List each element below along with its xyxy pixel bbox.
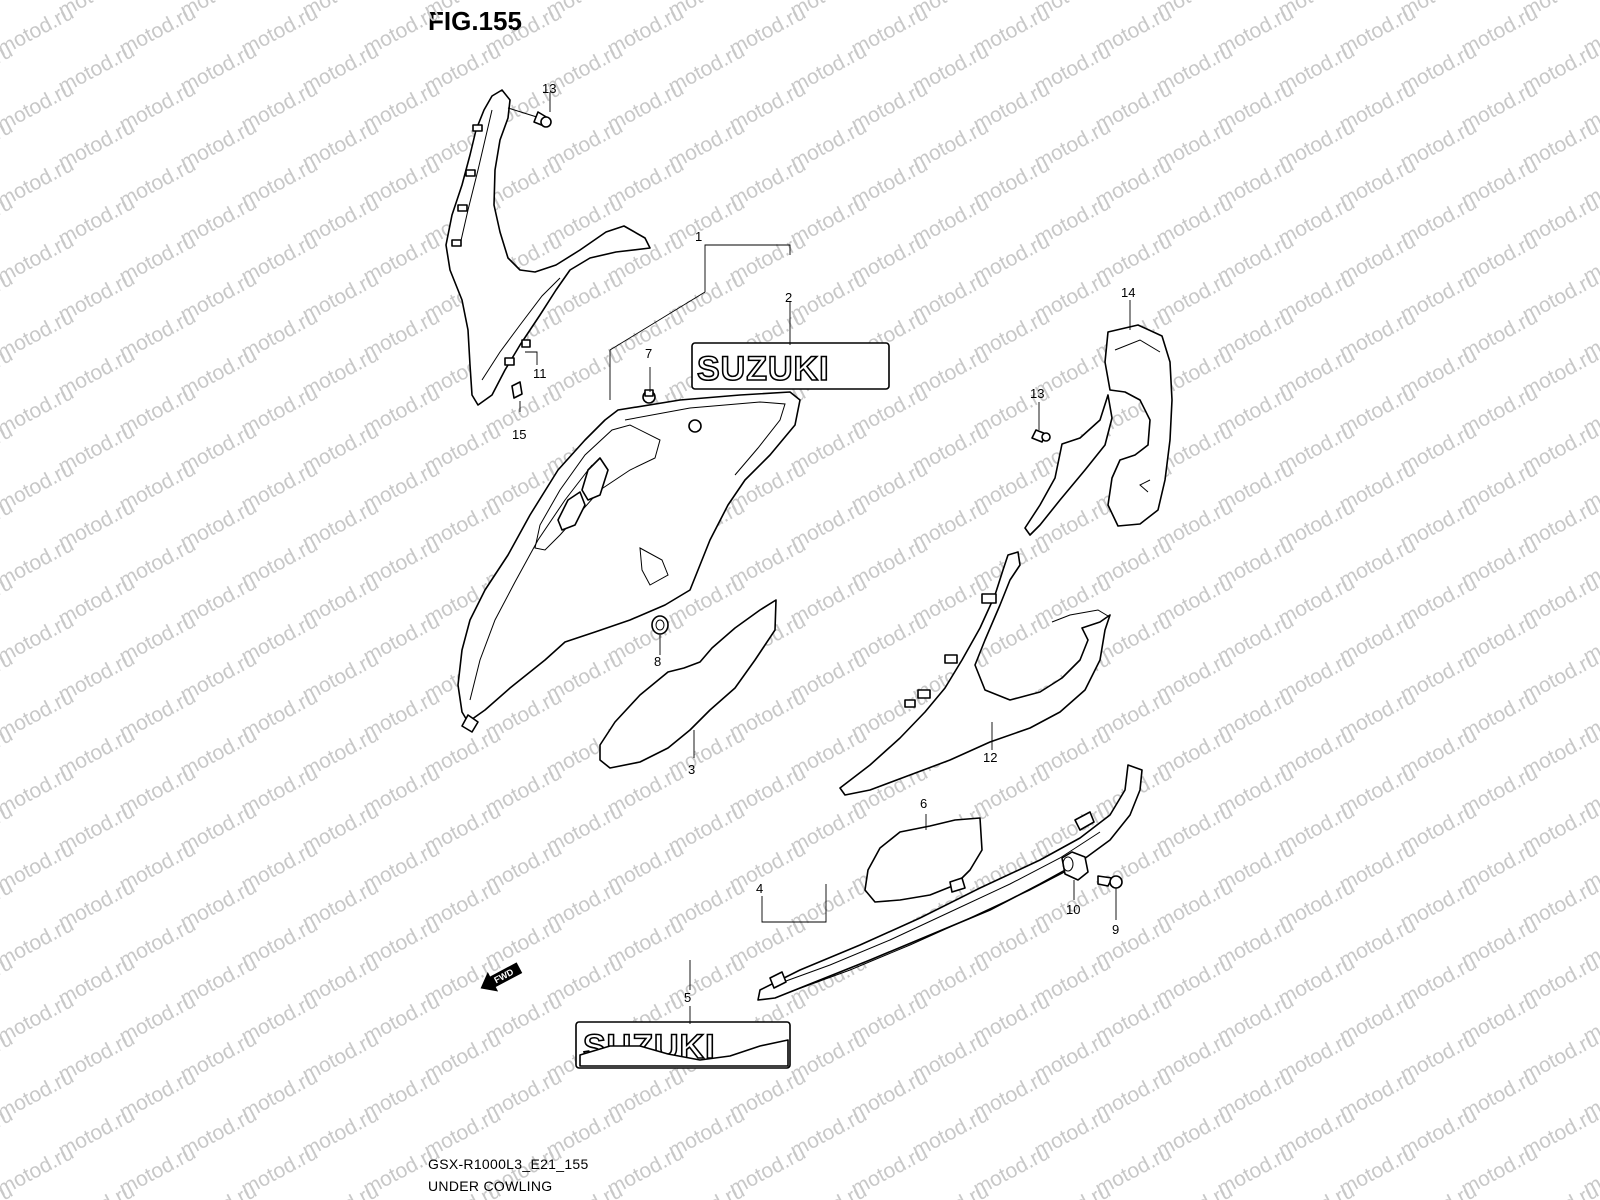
- part-7-bolt: [642, 389, 656, 404]
- watermark-text: motod.ru: [177, 1179, 261, 1200]
- watermark-text: motod.ru: [665, 1179, 749, 1200]
- callout-numbers: 13 1 2 7 11 15 8 3 14 13 12 6 4 5 10 9: [512, 81, 1135, 1005]
- model-code: GSX-R1000L3_E21_155: [428, 1156, 589, 1172]
- callout-4: 4: [756, 881, 763, 896]
- part-4-lower-panel: [757, 764, 1143, 1001]
- watermark-text: motod.ru: [1397, 1179, 1481, 1200]
- part-9-bolt: [1097, 875, 1123, 889]
- callout-3: 3: [688, 762, 695, 777]
- watermark-text: motod.ru: [1153, 1179, 1237, 1200]
- callout-8: 8: [654, 654, 661, 669]
- watermark-text: motod.ru: [787, 1179, 871, 1200]
- part-11-inner-panel: [445, 89, 651, 406]
- part-13-screw-top: [507, 107, 552, 128]
- watermark-text: motod.ru: [299, 1179, 383, 1200]
- callout-5: 5: [684, 990, 691, 1005]
- part-3-pad: [599, 599, 777, 769]
- part-5-suzuki-decal: SUZUKI: [575, 1021, 791, 1069]
- figure-title: FIG.155: [428, 6, 522, 36]
- callout-1: 1: [695, 229, 702, 244]
- watermark-text: motod.ru: [1519, 1179, 1600, 1200]
- leader-lines: [519, 92, 1131, 1024]
- callout-2: 2: [785, 290, 792, 305]
- diagram-caption: UNDER COWLING: [428, 1178, 553, 1194]
- watermark-text: motod.ru: [1031, 1179, 1115, 1200]
- watermark-text: motod.ru: [1275, 1179, 1359, 1200]
- callout-10: 10: [1066, 902, 1080, 917]
- callout-9: 9: [1112, 922, 1119, 937]
- callout-6: 6: [920, 796, 927, 811]
- watermark-text: motod.ru: [543, 1179, 627, 1200]
- callout-7: 7: [645, 346, 652, 361]
- part-8-grommet: [651, 615, 669, 635]
- callout-14: 14: [1121, 285, 1135, 300]
- part-14-side-panel: [1104, 324, 1173, 527]
- callout-11: 11: [533, 366, 547, 381]
- callout-15: 15: [512, 427, 526, 442]
- part-14-bracket: [1024, 394, 1113, 536]
- watermark-text: motod.ru: [55, 1179, 139, 1200]
- callout-12: 12: [983, 750, 997, 765]
- callout-13-right: 13: [1030, 386, 1044, 401]
- part-12-lower-side-cowl: [839, 551, 1111, 796]
- part-13-screw-right: [1031, 429, 1051, 443]
- part-15-clip: [511, 381, 523, 399]
- watermark-text: motod.ru: [909, 1179, 993, 1200]
- decal-2-text: SUZUKI: [697, 350, 830, 388]
- part-2-suzuki-decal: SUZUKI: [691, 342, 890, 390]
- part-10-spacer: [1061, 851, 1089, 881]
- part-1-under-cowling: [457, 391, 801, 733]
- callout-13-top: 13: [542, 81, 556, 96]
- watermark-text: motod.ru: [0, 0, 17, 22]
